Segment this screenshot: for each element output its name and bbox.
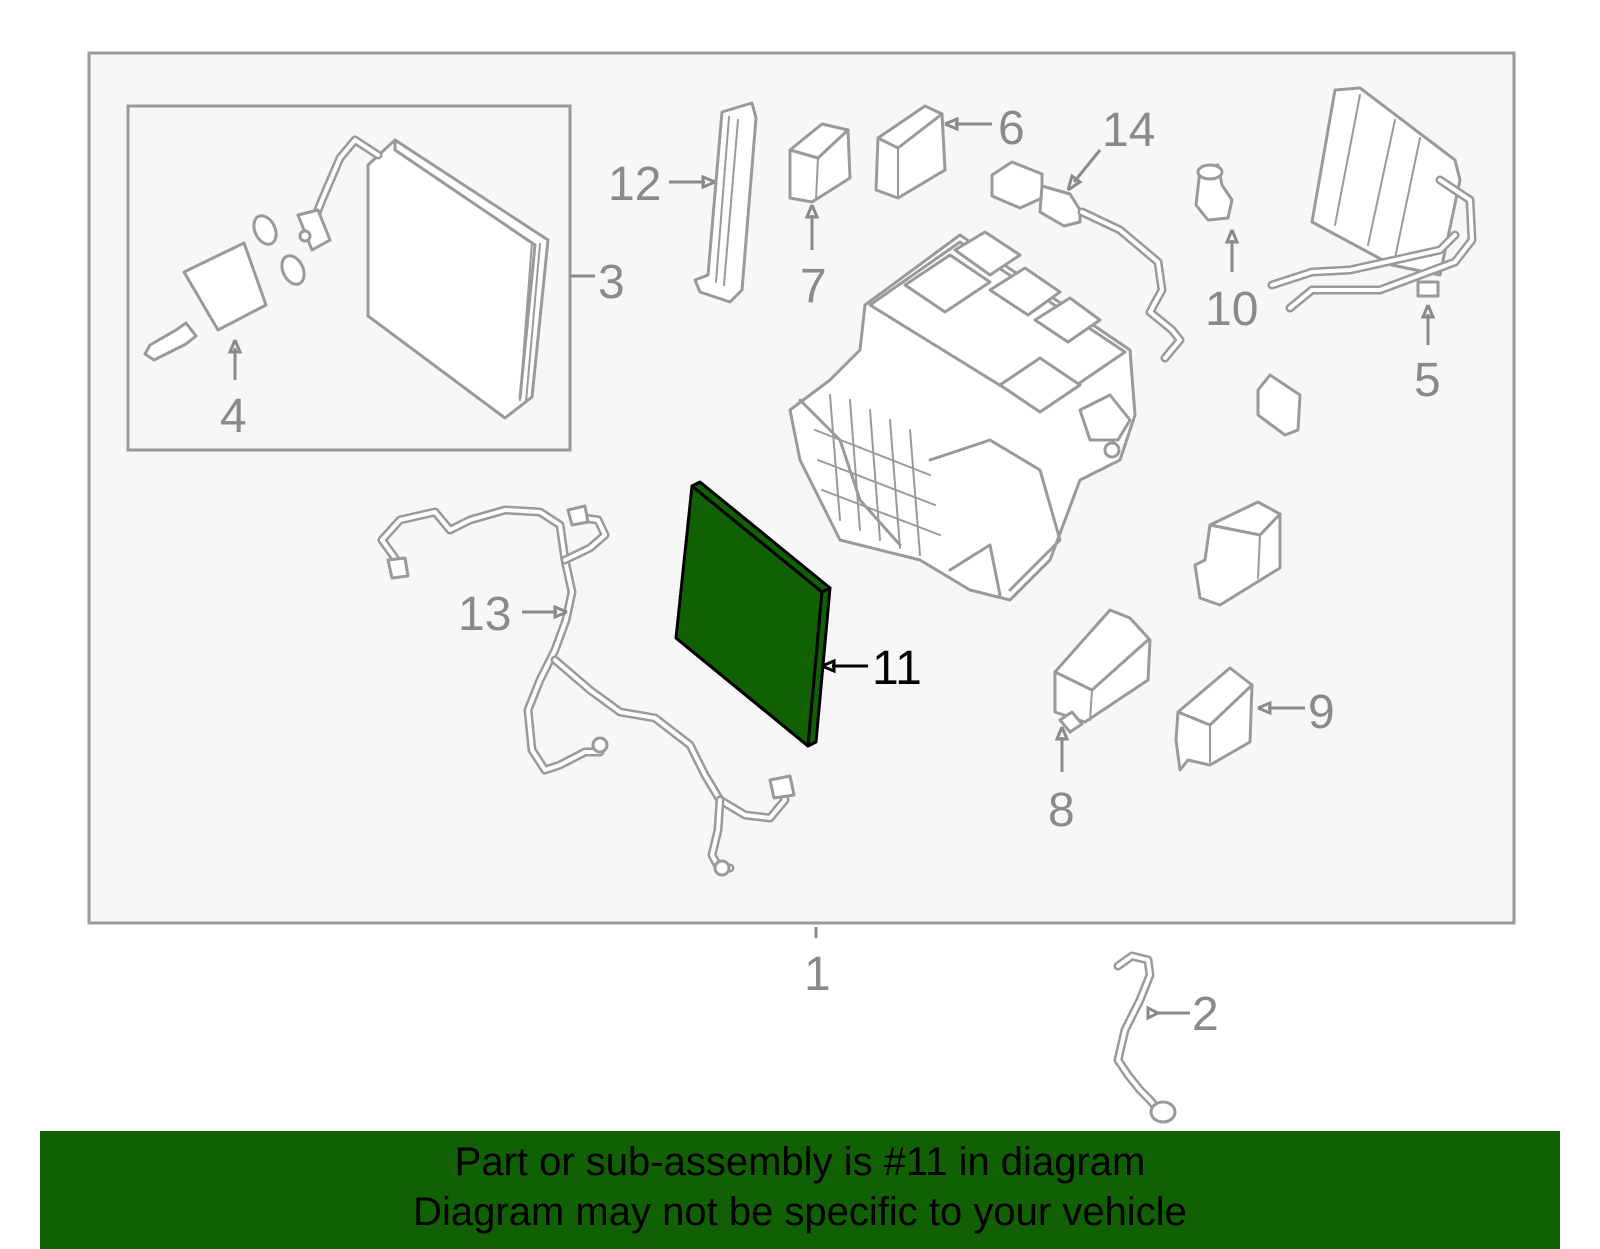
part-12-seal[interactable]	[693, 101, 758, 304]
part-14-sensor[interactable]	[990, 160, 1185, 363]
callout-12: 12	[608, 158, 661, 211]
callout-7: 7	[800, 260, 827, 313]
callout-2: 2	[1192, 988, 1219, 1041]
callout-11: 11	[872, 642, 922, 695]
callout-13: 13	[458, 588, 511, 641]
part-6-actuator[interactable]	[874, 104, 947, 200]
callout-labels: 1 2 3 4 5 6 7 8 9 10 11 12 13 14	[220, 102, 1441, 1041]
part-11-cabin-air-filter[interactable]	[674, 480, 832, 748]
callout-1: 1	[804, 948, 831, 1001]
banner-line-2: Diagram may not be specific to your vehi…	[413, 1190, 1187, 1234]
part-3-evaporator-core[interactable]	[296, 135, 550, 420]
callout-6: 6	[998, 102, 1025, 155]
callout-8: 8	[1048, 784, 1075, 837]
banner-line-1: Part or sub-assembly is #11 in diagram	[454, 1140, 1146, 1184]
callout-9: 9	[1308, 686, 1335, 739]
part-9-module[interactable]	[1174, 666, 1254, 772]
callout-4: 4	[220, 390, 247, 443]
callout-5: 5	[1414, 354, 1441, 407]
part-2-drain-hose[interactable]	[1113, 951, 1177, 1124]
bracket-module	[1193, 500, 1282, 607]
clip-bracket	[1256, 373, 1302, 437]
part-5-heater-core[interactable]	[1267, 86, 1477, 313]
part-8-control-module[interactable]	[1053, 608, 1152, 734]
part-13-wiring-harness[interactable]	[377, 504, 796, 877]
part-4-expansion-valve[interactable]	[143, 212, 308, 362]
callout-14: 14	[1102, 104, 1155, 157]
hvac-housing	[788, 230, 1137, 602]
info-banner: Part or sub-assembly is #11 in diagram D…	[40, 1131, 1560, 1249]
callout-10: 10	[1205, 283, 1258, 336]
callout-3: 3	[598, 256, 625, 309]
part-10-sensor[interactable]	[1194, 163, 1234, 222]
part-7-actuator[interactable]	[788, 122, 852, 204]
leader-lines	[227, 116, 1436, 1021]
